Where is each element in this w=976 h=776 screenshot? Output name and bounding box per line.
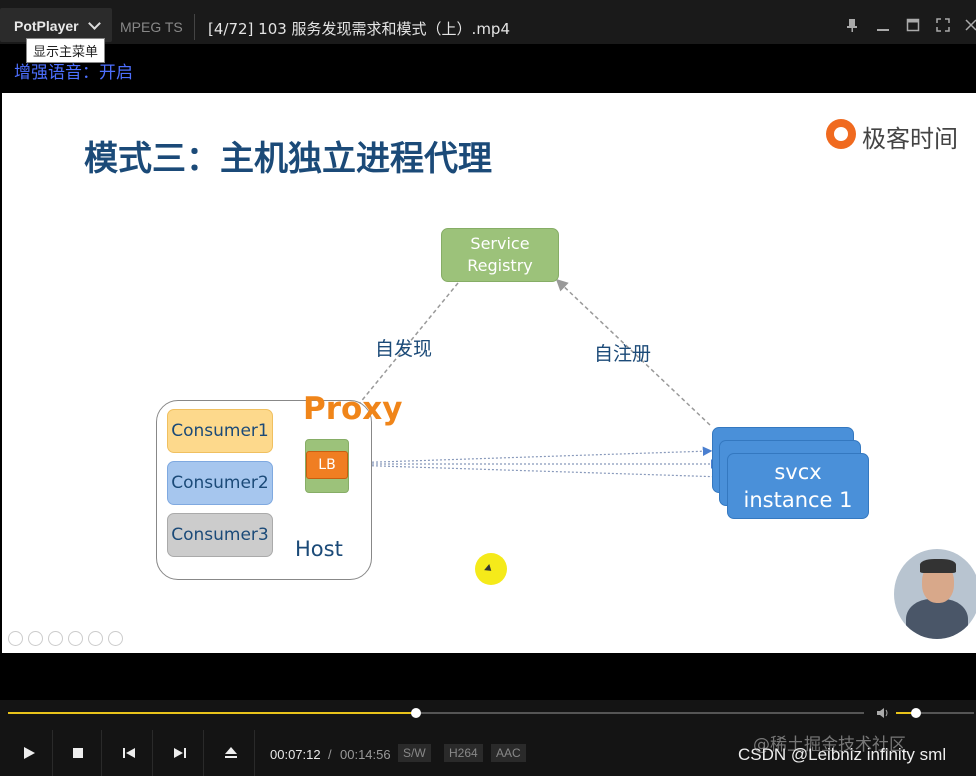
lb-route-3	[347, 464, 727, 482]
seek-bar[interactable]	[8, 708, 864, 718]
slides-icon[interactable]	[68, 631, 83, 646]
watermark-juejin: @稀土掘金技术社区	[753, 735, 906, 755]
total-time: 00:14:56	[340, 747, 391, 762]
play-button[interactable]	[4, 730, 53, 776]
next-button[interactable]	[155, 730, 204, 776]
discover-arrow	[330, 282, 459, 440]
skip-forward-icon	[174, 748, 186, 758]
service-registry-box: Service Registry	[441, 228, 559, 282]
seek-handle[interactable]	[411, 708, 421, 718]
consumer2-box: Consumer2	[167, 461, 273, 505]
zoom-icon[interactable]	[88, 631, 103, 646]
volume-icon[interactable]	[876, 706, 890, 720]
next-slide-icon[interactable]	[28, 631, 43, 646]
proxy-label: Proxy	[303, 391, 403, 427]
logo-text: 极客时间	[862, 125, 958, 153]
stop-button[interactable]	[53, 730, 102, 776]
main-menu-tooltip: 显示主菜单	[26, 38, 106, 63]
discover-label: 自发现	[375, 338, 433, 360]
stop-icon	[73, 748, 83, 758]
volume-fill	[896, 712, 916, 714]
service-instance-front: svcx instance 1	[727, 453, 869, 519]
video-codec-tag[interactable]: H264	[444, 744, 483, 762]
main-menu-button[interactable]: PotPlayer	[0, 8, 112, 42]
lb-box: LB	[306, 451, 348, 479]
volume-track[interactable]	[896, 708, 974, 718]
host-label: Host	[295, 537, 343, 561]
seek-progress	[8, 712, 416, 714]
prev-slide-icon[interactable]	[8, 631, 23, 646]
fullscreen-icon[interactable]	[936, 18, 950, 32]
geektime-logo: 极客时间	[826, 117, 976, 157]
play-icon	[24, 747, 35, 759]
file-title: [4/72] 103 服务发现需求和模式（上）.mp4	[208, 20, 511, 38]
lb-route-1	[347, 446, 713, 464]
slide-controls	[8, 631, 123, 646]
previous-button[interactable]	[104, 730, 153, 776]
consumer3-box: Consumer3	[167, 513, 273, 557]
close-icon[interactable]	[964, 18, 976, 32]
format-label: MPEG TS	[120, 19, 183, 35]
consumer1-box: Consumer1	[167, 409, 273, 453]
decoder-tag[interactable]: S/W	[398, 744, 431, 762]
watermark-csdn: CSDN @Leibniz infinity sml	[738, 745, 947, 764]
control-bar: 00:07:12 / 00:14:56 S/W H264 AAC	[0, 730, 976, 776]
title-bar: PotPlayer MPEG TS [4/72] 103 服务发现需求和模式（上…	[0, 0, 976, 44]
registry-label-line1: Service	[470, 234, 530, 253]
register-label: 自注册	[594, 343, 652, 365]
app-name: PotPlayer	[14, 18, 79, 34]
eject-icon	[225, 747, 237, 758]
open-file-button[interactable]	[206, 730, 255, 776]
registry-label-line2: Registry	[467, 256, 533, 275]
audio-codec-tag[interactable]: AAC	[491, 744, 526, 762]
video-frame[interactable]: 模式三：主机独立进程代理 极客时间 Service Registry 自发现 自…	[2, 93, 976, 653]
minimize-icon[interactable]	[876, 18, 890, 32]
current-time: 00:07:12	[270, 747, 321, 762]
slide-title: 模式三：主机独立进程代理	[84, 139, 492, 179]
maximize-icon[interactable]	[906, 18, 920, 32]
volume-handle[interactable]	[911, 708, 921, 718]
svc-name: svcx	[774, 460, 822, 484]
time-separator: /	[328, 747, 332, 762]
cursor-highlight	[475, 553, 507, 585]
svc-instance-label: instance 1	[743, 488, 853, 512]
geektime-logo-icon	[826, 119, 856, 149]
presenter-webcam	[894, 549, 976, 639]
more-icon[interactable]	[108, 631, 123, 646]
skip-back-icon	[123, 748, 135, 758]
osd-message: 增强语音：开启	[14, 63, 133, 83]
pin-icon[interactable]	[845, 18, 859, 32]
volume-control[interactable]	[876, 706, 976, 720]
chevron-down-icon	[88, 17, 101, 30]
divider	[194, 14, 195, 40]
pen-icon[interactable]	[48, 631, 63, 646]
